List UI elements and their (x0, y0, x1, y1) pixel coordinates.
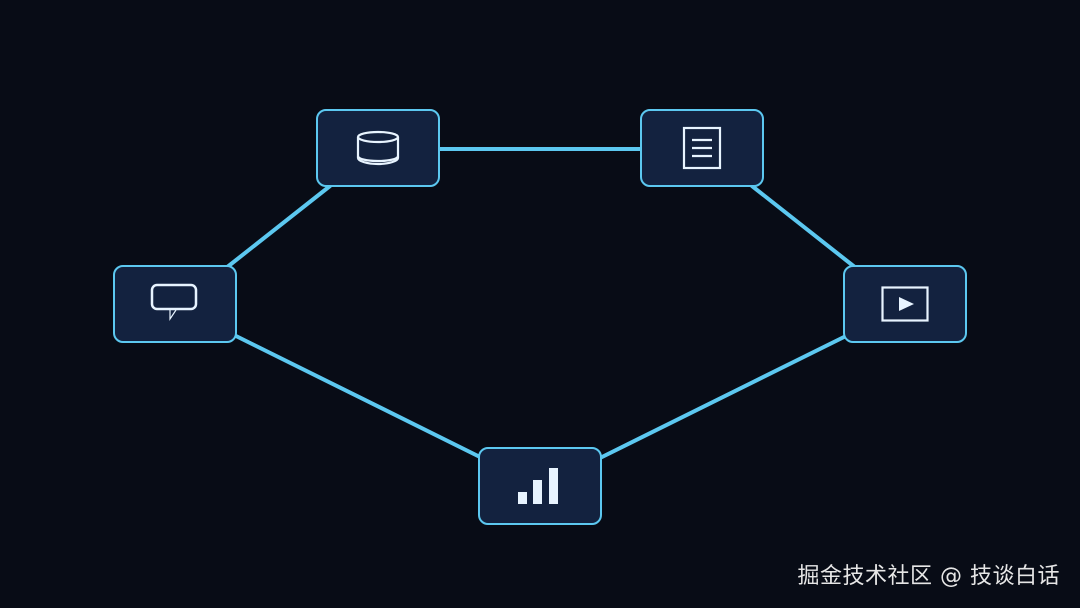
document-node[interactable] (640, 109, 764, 187)
chart-node[interactable] (478, 447, 602, 525)
bar-chart-icon (518, 468, 558, 504)
edge-database-chat (224, 184, 332, 270)
video-node[interactable] (843, 265, 967, 343)
video-play-icon (881, 286, 929, 322)
database-node[interactable] (316, 109, 440, 187)
edge-video-chart (598, 334, 848, 460)
watermark-text: 掘金技术社区 @ 技谈白话 (797, 564, 1060, 589)
database-icon (356, 130, 400, 166)
document-icon (682, 126, 722, 170)
chat-node[interactable] (113, 265, 237, 343)
edge-document-video (750, 184, 858, 270)
chat-bubble-icon (150, 283, 198, 321)
edge-chat-chart (234, 334, 484, 460)
